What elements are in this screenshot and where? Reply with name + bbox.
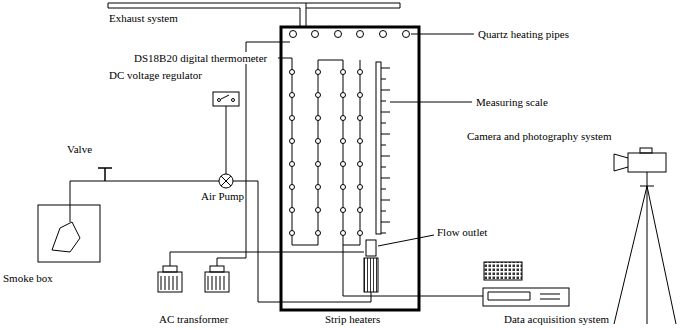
sensor-dot <box>290 70 295 75</box>
sensor-dot <box>316 93 321 98</box>
sensor-dot <box>358 231 363 236</box>
scale-tick <box>381 123 386 124</box>
sensor-dot <box>290 162 295 167</box>
scale-ticks <box>381 68 390 233</box>
sensor-dot <box>316 185 321 190</box>
sensor-dot <box>316 116 321 121</box>
quartz-wire <box>217 42 290 266</box>
part-label: Data acquisition system <box>503 313 610 325</box>
quartz-heating-pipes <box>290 31 410 38</box>
scale-tick <box>381 68 390 69</box>
sensor-dot <box>358 208 363 213</box>
valve-symbol <box>98 168 112 181</box>
flow-outlet <box>366 240 376 256</box>
sensor-dot <box>290 185 295 190</box>
part-label: Air Pump <box>200 190 245 202</box>
scale-tick <box>381 90 390 91</box>
part-label: DS18B20 digital thermometer <box>133 52 268 64</box>
scale-tick <box>381 233 386 234</box>
switch-symbol <box>218 95 235 102</box>
sensor-dot <box>341 208 346 213</box>
sensor-dot <box>358 116 363 121</box>
sensor-dot <box>341 93 346 98</box>
sensor-dot <box>341 185 346 190</box>
smoke-box <box>38 205 100 262</box>
part-label: Measuring scale <box>475 96 549 108</box>
strip-heaters <box>364 258 378 292</box>
ac-transformer <box>158 266 182 292</box>
sensor-dot <box>358 139 363 144</box>
part-label: Valve <box>66 143 93 155</box>
part-label: Exhaust system <box>108 12 179 24</box>
sensor-dot <box>290 208 295 213</box>
sensor-dot <box>290 93 295 98</box>
part-label: Camera and photography system <box>466 130 613 142</box>
thermometer-wiring <box>278 58 360 245</box>
regulator-wire <box>226 106 227 174</box>
sensor-dot <box>290 139 295 144</box>
sensor-dot <box>290 116 295 121</box>
sensor-dot <box>290 231 295 236</box>
scale-tick <box>381 145 386 146</box>
air-pump <box>219 174 233 188</box>
scale-tick <box>381 156 390 157</box>
part-label: Flow outlet <box>436 226 488 238</box>
leader-line <box>411 34 474 35</box>
sensor-dot <box>341 116 346 121</box>
sensor-dot <box>316 208 321 213</box>
scale-tick <box>381 167 386 168</box>
sensor-dot <box>316 70 321 75</box>
smoke-source <box>52 222 80 252</box>
ac-transformer <box>205 266 229 292</box>
part-label: DC voltage regulator <box>108 69 203 81</box>
sensor-dot <box>341 162 346 167</box>
smoke-pipe <box>70 181 219 222</box>
sensor-dot <box>358 185 363 190</box>
exhaust-pipe-end <box>108 3 109 8</box>
sensor-dot <box>358 93 363 98</box>
keyboard <box>484 262 522 280</box>
part-label: Quartz heating pipes <box>477 28 570 40</box>
dc-voltage-regulator <box>213 92 239 106</box>
scale-tick <box>381 222 390 223</box>
scale-tick <box>381 101 386 102</box>
data-acquisition-unit <box>483 288 569 306</box>
thermometer-sensors <box>290 70 363 236</box>
part-label: Strip heaters <box>324 313 381 325</box>
sensor-dot <box>316 162 321 167</box>
leader-line <box>378 235 434 246</box>
scale-tick <box>381 79 386 80</box>
sensor-dot <box>341 70 346 75</box>
leader-line <box>390 102 472 103</box>
part-label: AC transformer <box>158 313 229 325</box>
scale-tick <box>381 211 386 212</box>
exhaust-pipe <box>108 3 306 27</box>
scale-tick <box>381 134 390 135</box>
scale-tick <box>381 112 390 113</box>
air-pump-cross <box>221 176 231 186</box>
sensor-dot <box>358 162 363 167</box>
sensor-dot <box>316 231 321 236</box>
sensor-dot <box>341 139 346 144</box>
test-tank <box>281 27 419 310</box>
measuring-scale <box>376 62 381 234</box>
sensor-dot <box>341 231 346 236</box>
scale-tick <box>381 189 386 190</box>
scale-tick <box>381 200 390 201</box>
part-label: Smoke box <box>2 272 54 284</box>
heater-wire <box>170 252 364 266</box>
camera-tripod <box>614 148 676 324</box>
scale-tick <box>381 178 390 179</box>
flow-pipe <box>233 181 371 302</box>
unit-panel <box>488 292 560 300</box>
exhaust-pipe <box>306 3 400 8</box>
sensor-dot <box>358 70 363 75</box>
sensor-dot <box>316 139 321 144</box>
data-cable <box>343 245 483 296</box>
